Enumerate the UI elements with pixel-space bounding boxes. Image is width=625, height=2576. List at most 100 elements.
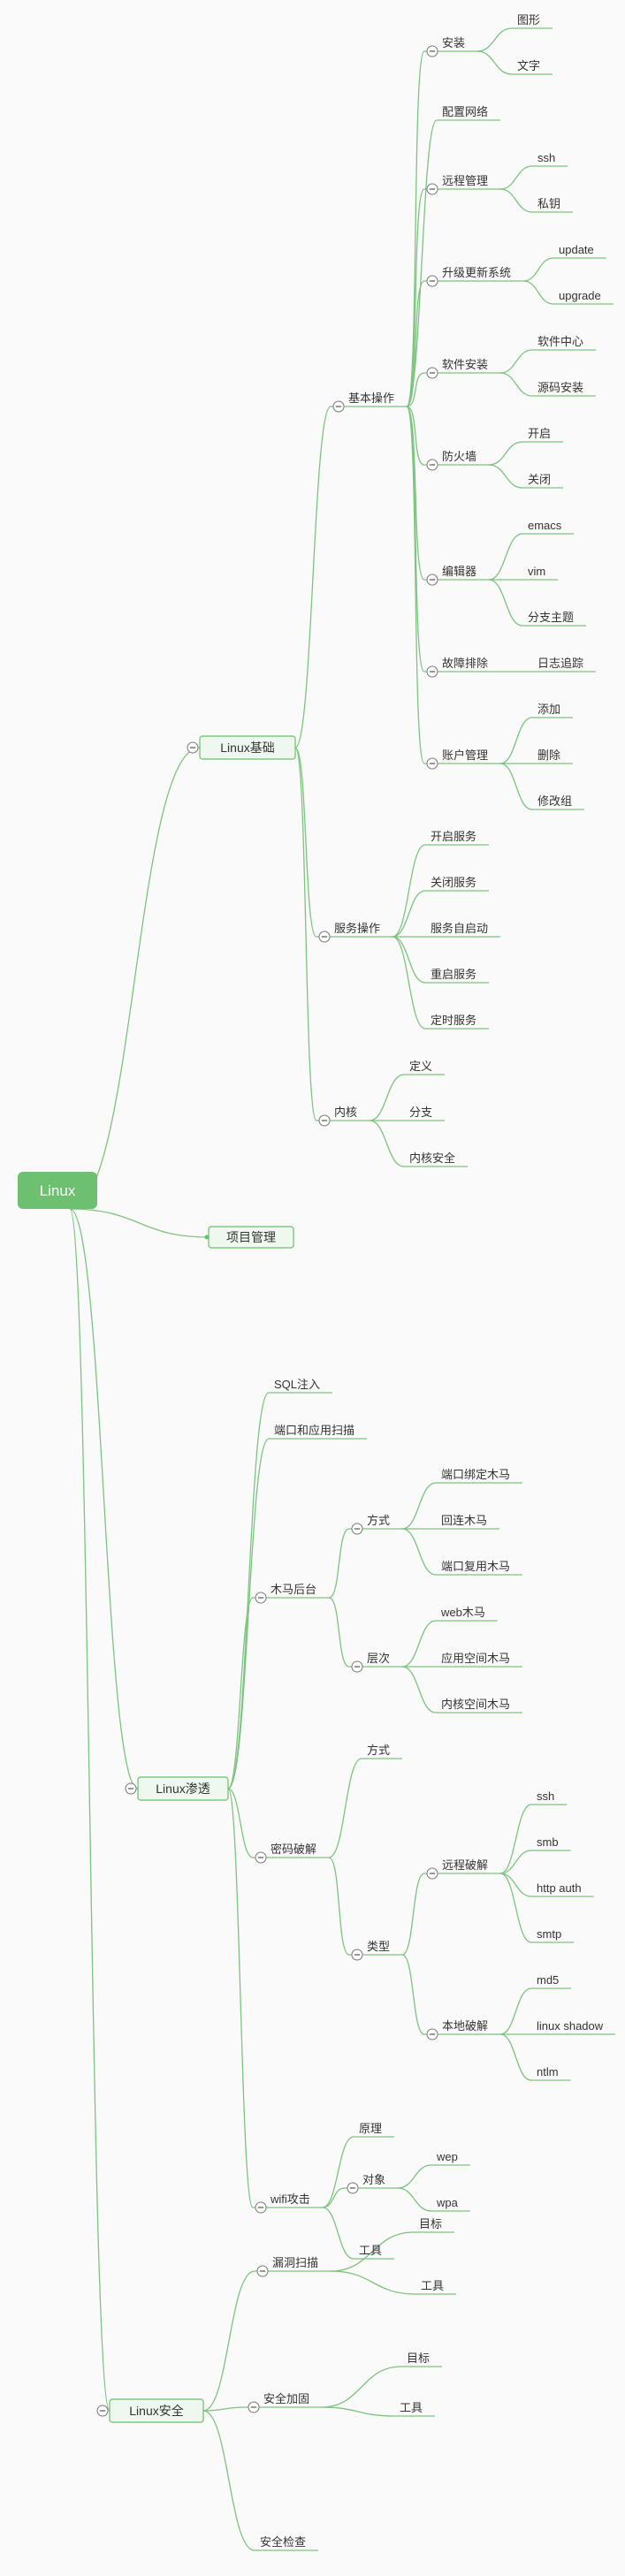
collapse-toggle-firewall[interactable] xyxy=(426,459,438,471)
label-t-web[interactable]: web木马 xyxy=(440,1606,485,1619)
label-svc-stop[interactable]: 关闭服务 xyxy=(431,876,476,889)
label-software-install[interactable]: 软件安装 xyxy=(442,358,488,371)
label-basic-ops[interactable]: 基本操作 xyxy=(348,391,394,405)
collapse-toggle-wifi[interactable] xyxy=(255,2201,267,2214)
label-firewall[interactable]: 防火墙 xyxy=(442,450,476,463)
label-svc-timer[interactable]: 定时服务 xyxy=(431,1014,476,1027)
collapse-toggle-pwd-crack[interactable] xyxy=(255,1851,267,1864)
collapse-toggle-software-install[interactable] xyxy=(426,367,438,379)
label-w-wep[interactable]: wep xyxy=(436,2150,458,2163)
label-t-reuse[interactable]: 端口复用木马 xyxy=(441,1560,510,1573)
label-p-remote[interactable]: 远程破解 xyxy=(442,1858,488,1872)
label-upgrade[interactable]: upgrade xyxy=(559,289,601,302)
label-t-level[interactable]: 层次 xyxy=(367,1652,390,1665)
label-t-reverse[interactable]: 回连木马 xyxy=(441,1514,487,1527)
label-p-http[interactable]: http auth xyxy=(537,1881,582,1895)
label-t-method[interactable]: 方式 xyxy=(367,1514,390,1527)
label-p-shadow[interactable]: linux shadow xyxy=(537,2019,604,2033)
label-remote-mgmt[interactable]: 远程管理 xyxy=(442,174,488,187)
label-kernel[interactable]: 内核 xyxy=(334,1106,357,1119)
label-service-ops[interactable]: 服务操作 xyxy=(334,922,380,935)
collapse-toggle-linux-basic[interactable] xyxy=(187,741,199,754)
label-troubleshoot[interactable]: 故障排除 xyxy=(442,657,488,670)
label-hardening[interactable]: 安全加固 xyxy=(263,2392,309,2405)
label-update-system[interactable]: 升级更新系统 xyxy=(442,266,511,279)
label-w-tool[interactable]: 工具 xyxy=(359,2244,382,2257)
collapse-toggle-t-method[interactable] xyxy=(351,1523,363,1535)
label-p-method[interactable]: 方式 xyxy=(367,1744,390,1757)
collapse-toggle-editor[interactable] xyxy=(426,574,438,586)
label-vim[interactable]: vim xyxy=(528,565,545,578)
collapse-toggle-linux-security[interactable] xyxy=(96,2405,109,2417)
label-editor[interactable]: 编辑器 xyxy=(442,565,476,578)
label-sqli[interactable]: SQL注入 xyxy=(274,1378,320,1391)
collapse-toggle-remote-mgmt[interactable] xyxy=(426,183,438,195)
label-pwd-crack[interactable]: 密码破解 xyxy=(271,1843,316,1856)
label-t-kernel[interactable]: 内核空间木马 xyxy=(441,1698,510,1711)
collapse-toggle-hardening[interactable] xyxy=(248,2401,260,2413)
label-w-wpa[interactable]: wpa xyxy=(436,2196,459,2209)
label-trojan[interactable]: 木马后台 xyxy=(271,1583,316,1596)
label-key[interactable]: 私钥 xyxy=(537,197,560,210)
collapse-toggle-vuln-scan[interactable] xyxy=(256,2265,269,2277)
label-vs-tool[interactable]: 工具 xyxy=(421,2279,444,2292)
label-w-principle[interactable]: 原理 xyxy=(359,2122,382,2135)
label-graphic[interactable]: 图形 xyxy=(517,13,540,27)
collapse-toggle-update-system[interactable] xyxy=(426,275,438,287)
collapse-toggle-service-ops[interactable] xyxy=(318,931,331,943)
node-linux-security[interactable] xyxy=(109,2398,204,2423)
node-linux-pentest[interactable] xyxy=(137,1776,229,1801)
label-p-ntlm[interactable]: ntlm xyxy=(537,2065,559,2078)
label-software-center[interactable]: 软件中心 xyxy=(537,335,583,348)
label-k-sec[interactable]: 内核安全 xyxy=(409,1151,455,1165)
label-sec-check[interactable]: 安全检查 xyxy=(260,2535,306,2549)
collapse-toggle-p-type[interactable] xyxy=(351,1949,363,1961)
label-acc-group[interactable]: 修改组 xyxy=(537,794,572,808)
collapse-toggle-w-target[interactable] xyxy=(347,2182,359,2194)
collapse-toggle-t-level[interactable] xyxy=(351,1660,363,1673)
label-vs-target[interactable]: 目标 xyxy=(419,2217,442,2230)
label-log-trace[interactable]: 日志追踪 xyxy=(537,657,583,670)
collapse-toggle-linux-pentest[interactable] xyxy=(125,1782,137,1795)
label-account-mgmt[interactable]: 账户管理 xyxy=(442,748,488,762)
root-node[interactable] xyxy=(18,1172,97,1209)
label-p-type[interactable]: 类型 xyxy=(367,1940,390,1953)
label-svc-start[interactable]: 开启服务 xyxy=(431,830,476,843)
label-text[interactable]: 文字 xyxy=(517,59,540,72)
collapse-toggle-troubleshoot[interactable] xyxy=(426,665,438,678)
label-p-ssh[interactable]: ssh xyxy=(537,1790,554,1803)
label-acc-del[interactable]: 删除 xyxy=(537,748,560,762)
label-t-bind[interactable]: 端口绑定木马 xyxy=(441,1468,510,1481)
label-svc-auto[interactable]: 服务自启动 xyxy=(431,922,488,935)
collapse-toggle-account-mgmt[interactable] xyxy=(426,757,438,770)
collapse-toggle-p-remote[interactable] xyxy=(426,1867,438,1880)
label-fw-on[interactable]: 开启 xyxy=(528,427,551,440)
collapse-toggle-basic-ops[interactable] xyxy=(332,400,345,413)
label-t-app[interactable]: 应用空间木马 xyxy=(441,1652,510,1665)
label-update[interactable]: update xyxy=(559,243,594,256)
label-vuln-scan[interactable]: 漏洞扫描 xyxy=(272,2256,318,2269)
label-source-install[interactable]: 源码安装 xyxy=(537,381,583,394)
label-h-target[interactable]: 目标 xyxy=(407,2352,430,2365)
label-emacs[interactable]: emacs xyxy=(528,519,562,532)
node-linux-basic[interactable] xyxy=(199,735,296,760)
collapse-toggle-trojan[interactable] xyxy=(255,1592,267,1604)
collapse-toggle-install[interactable] xyxy=(426,45,438,57)
label-wifi[interactable]: wifi攻击 xyxy=(270,2192,310,2206)
label-port-scan[interactable]: 端口和应用扫描 xyxy=(274,1424,354,1437)
collapse-toggle-p-local[interactable] xyxy=(426,2028,438,2040)
label-branch-theme[interactable]: 分支主题 xyxy=(528,611,574,624)
collapse-toggle-kernel[interactable] xyxy=(318,1114,331,1127)
label-fw-off[interactable]: 关闭 xyxy=(528,473,551,486)
label-k-def[interactable]: 定义 xyxy=(409,1060,432,1073)
label-p-local[interactable]: 本地破解 xyxy=(442,2019,488,2033)
label-acc-add[interactable]: 添加 xyxy=(537,703,560,716)
label-network-config[interactable]: 配置网络 xyxy=(442,105,488,118)
label-p-md5[interactable]: md5 xyxy=(537,1973,559,1987)
label-w-target[interactable]: 对象 xyxy=(362,2173,385,2186)
label-h-tool[interactable]: 工具 xyxy=(400,2401,423,2414)
label-install[interactable]: 安装 xyxy=(442,36,465,49)
label-p-smtp[interactable]: smtp xyxy=(537,1927,561,1941)
label-k-branch[interactable]: 分支 xyxy=(409,1106,432,1119)
label-p-smb[interactable]: smb xyxy=(537,1835,559,1849)
